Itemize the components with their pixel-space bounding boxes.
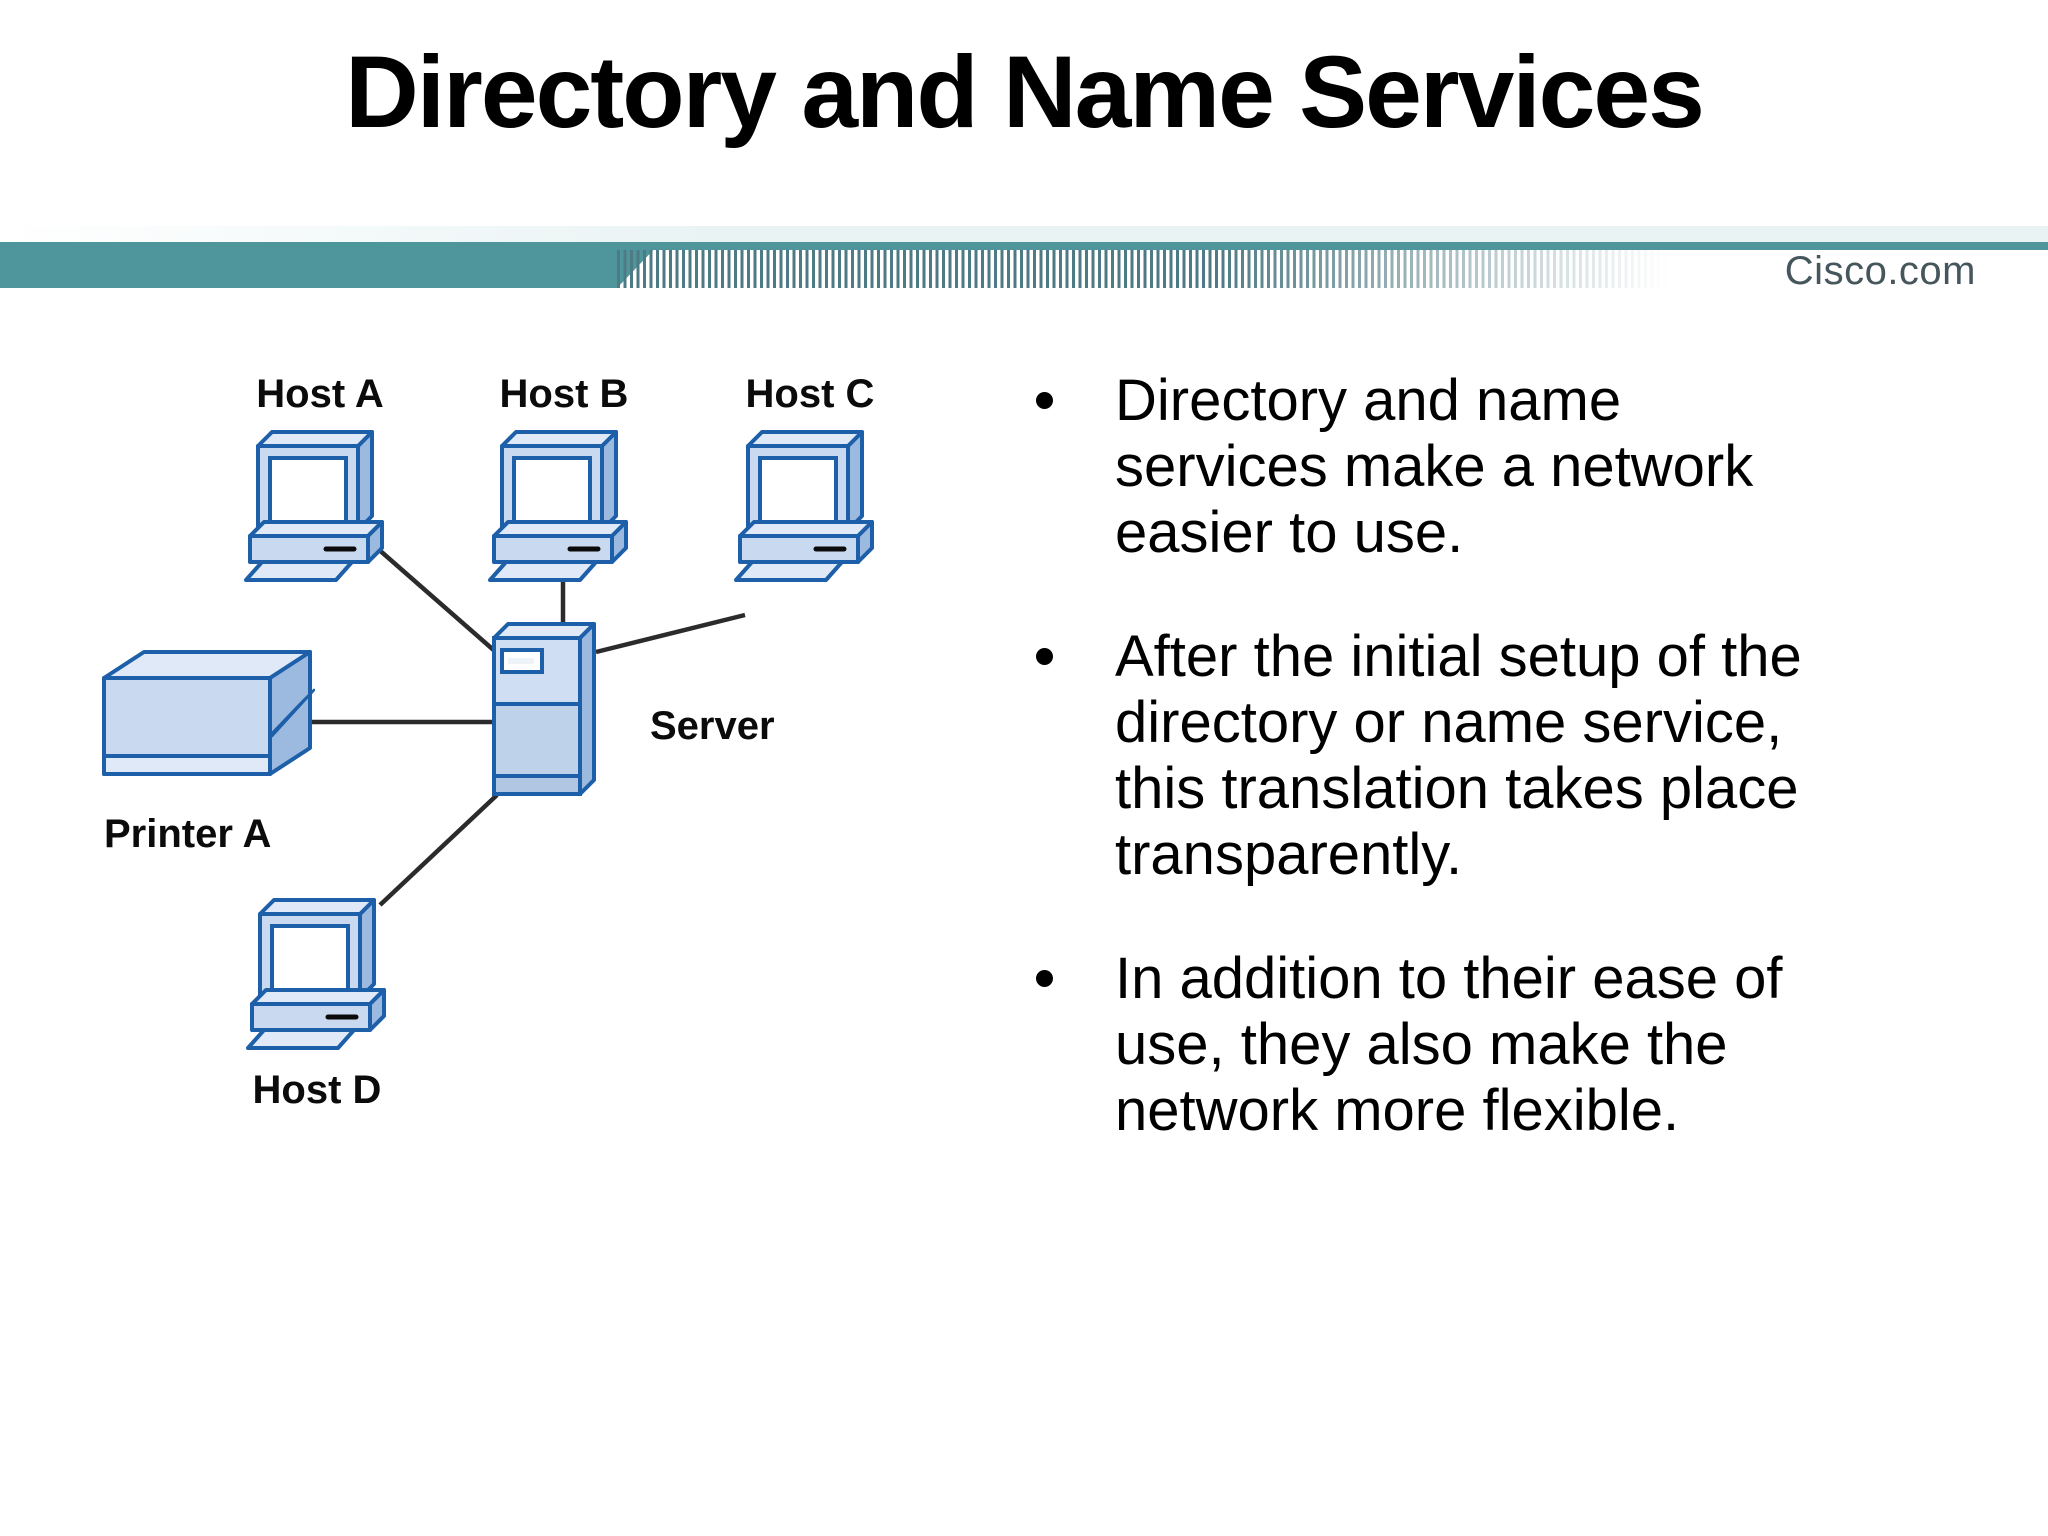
connection-host-a-server (375, 546, 507, 662)
bullet-item-1: Directory and name services make a netwo… (1020, 368, 2000, 566)
connection-host-d-server (378, 793, 499, 907)
header-band-highlight (0, 226, 2048, 242)
bullet-item-2: After the initial setup of the directory… (1020, 624, 2000, 888)
header-band-solid (0, 242, 617, 288)
header-band-stripes (617, 250, 1700, 288)
host-c-label: Host C (745, 372, 875, 416)
printer-a-icon (102, 650, 315, 776)
page-title: Directory and Name Services (345, 35, 1705, 149)
host-a-icon (240, 430, 400, 582)
host-b-label: Host B (499, 372, 629, 416)
host-a-label: Host A (256, 372, 384, 416)
header-band-topline (0, 242, 2048, 250)
server-icon (486, 622, 602, 808)
host-c-icon (730, 430, 890, 582)
host-d-icon (242, 898, 402, 1050)
host-b-icon (484, 430, 644, 582)
connection-host-c-server (595, 612, 746, 655)
printer-a-label: Printer A (104, 812, 272, 856)
bullet-list: Directory and name services make a netwo… (1020, 368, 2000, 1202)
server-label: Server (650, 704, 775, 748)
cisco-brand-text: Cisco.com (1784, 249, 1976, 293)
bullet-item-3: In addition to their ease of use, they a… (1020, 946, 2000, 1144)
host-d-label: Host D (252, 1068, 382, 1112)
